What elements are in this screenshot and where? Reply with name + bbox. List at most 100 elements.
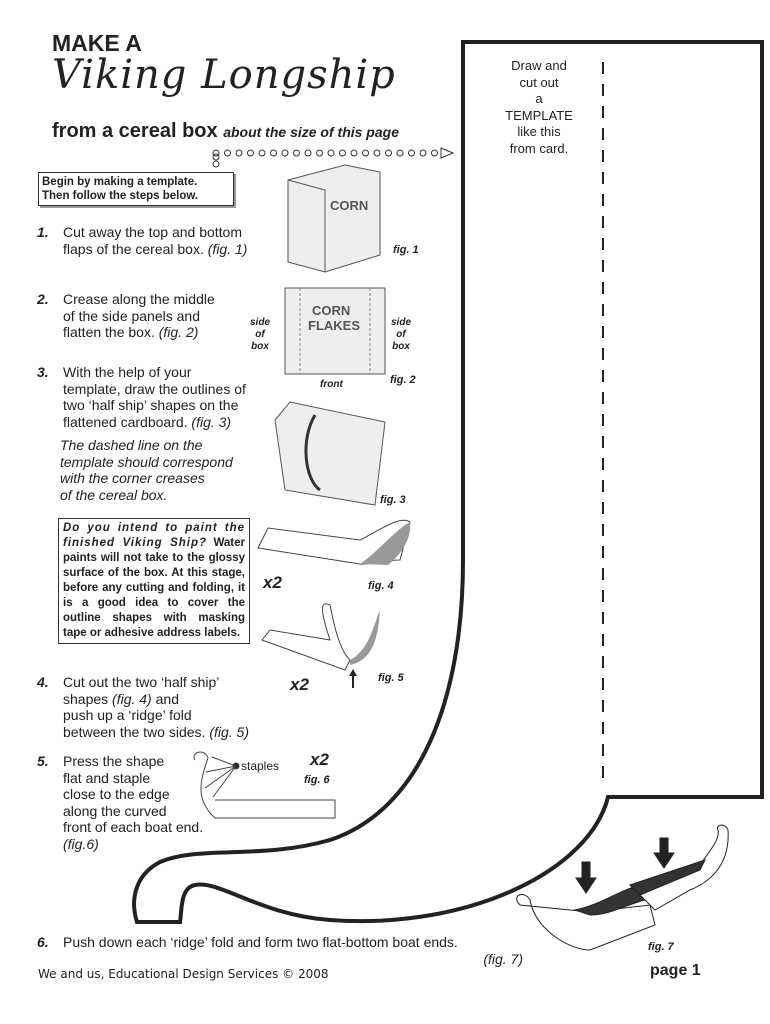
step-line: and xyxy=(155,690,179,707)
step-line: close to the edge xyxy=(63,786,170,802)
fig4-label: fig. 4 xyxy=(368,580,394,592)
pointer-dot xyxy=(235,149,243,157)
fig-ref: (fig. 3) xyxy=(191,413,232,430)
fig7-boat-ends xyxy=(516,824,729,951)
label-line: side xyxy=(391,317,412,328)
step-number: 6. xyxy=(37,934,49,950)
x2-label: x2 xyxy=(263,573,282,592)
step-number: 5. xyxy=(37,753,49,769)
step-number: 4. xyxy=(37,674,49,690)
step-line: Crease along the middle xyxy=(63,291,215,307)
step-line: of the side panels and xyxy=(63,307,200,324)
label-line: of xyxy=(396,329,406,340)
step-line: With the help of your xyxy=(63,364,192,380)
fig7-label: fig. 7 xyxy=(648,941,674,953)
note-line: template should correspond xyxy=(60,453,233,470)
fig-ref: (fig. 7) xyxy=(483,950,523,967)
pointer-dot xyxy=(258,149,266,157)
fig1-cereal-box: CORN xyxy=(287,164,381,273)
fig4-half-ship xyxy=(257,519,411,565)
pointer-dot xyxy=(408,149,415,157)
subtitle-main: from a cereal box xyxy=(52,120,218,142)
x2-label: x2 xyxy=(290,675,309,694)
paint-body: Water paints will not take to the glossy… xyxy=(63,537,245,639)
step-4: 4. Cut out the two ‘half ship’ shapes (f… xyxy=(37,674,283,740)
pointer-dot xyxy=(270,149,277,157)
x2-label: x2 xyxy=(310,750,329,769)
page-number: page 1 xyxy=(650,962,701,979)
intro-line: Begin by making a template. xyxy=(42,176,198,188)
pointer-dot xyxy=(224,149,231,157)
step-number: 3. xyxy=(37,364,49,380)
fig6-stapled-boat xyxy=(193,751,336,819)
subtitle: from a cereal box about the size of this… xyxy=(52,120,399,143)
step-line: Push down each ‘ridge’ fold and form two… xyxy=(63,934,458,950)
note-line: of the cereal box. xyxy=(60,486,168,503)
label-line: box xyxy=(251,341,269,352)
paint-note-box: Do you intend to paint the finished Viki… xyxy=(58,518,250,644)
note-line: with the corner creases xyxy=(60,470,205,486)
intro-box: Begin by making a template. Then follow … xyxy=(38,172,234,206)
step-line: along the curved xyxy=(63,802,167,819)
pointer-dot xyxy=(212,149,220,157)
step-line: shapes xyxy=(63,690,109,707)
pointer-dot xyxy=(431,149,438,157)
step-3: 3. With the help of your template, draw … xyxy=(37,364,283,430)
pointer-dot xyxy=(327,149,335,157)
step-5: 5. Press the shape flat and staple close… xyxy=(37,753,243,852)
subtitle-note: about the size of this page xyxy=(223,124,399,140)
fig-ref: (fig. 2) xyxy=(158,324,199,340)
fig2-flat-box: CORN FLAKES xyxy=(284,287,386,375)
template-label: Draw and cut out a TEMPLATE like this fr… xyxy=(480,58,598,157)
fig-ref: (fig. 5) xyxy=(209,723,249,740)
fig5-ridge-fold xyxy=(261,603,380,688)
step-2: 2. Crease along the middle of the side p… xyxy=(37,291,253,341)
step-line: Cut away the top and bottom xyxy=(63,224,242,240)
svg-text:CORN: CORN xyxy=(312,303,350,318)
fig2-label: fig. 2 xyxy=(390,374,416,386)
label-line: side xyxy=(250,317,271,328)
fig-ref: (fig. 1) xyxy=(207,240,248,257)
step-line: flaps of the cereal box. xyxy=(63,240,204,257)
fig3-traced-box xyxy=(274,401,386,506)
pointer-dot xyxy=(339,149,346,157)
step-line: between the two sides. xyxy=(63,723,206,740)
template-label-line: Draw and xyxy=(511,58,567,73)
footer-credit: We and us, Educational Design Services ©… xyxy=(38,967,329,981)
fig1-label: fig. 1 xyxy=(393,244,419,256)
step-line: template, draw the outlines of xyxy=(63,380,246,397)
step-line: flatten the box. xyxy=(63,324,155,340)
template-label-line: like this xyxy=(517,124,561,139)
fig3-label: fig. 3 xyxy=(380,494,406,506)
pointer-dot xyxy=(419,149,427,157)
fig-ref: (fig. 4) xyxy=(112,690,152,707)
pointer-dot xyxy=(304,149,312,157)
pointer-dot xyxy=(373,149,381,157)
label-line: of xyxy=(255,329,265,340)
intro-line: Then follow the steps below. xyxy=(42,190,199,202)
step-line: two ‘half ship’ shapes on the xyxy=(63,397,239,413)
title-viking-longship: Viking Longship xyxy=(52,52,396,98)
step-line: push up a ‘ridge’ fold xyxy=(63,707,192,723)
template-label-line: a xyxy=(535,91,543,106)
label-line: box xyxy=(392,341,410,352)
template-label-line: TEMPLATE xyxy=(505,107,573,123)
step-6: 6. Push down each ‘ridge’ fold and form … xyxy=(37,934,523,967)
title-make-a: MAKE A xyxy=(52,30,142,56)
pointer-dot xyxy=(385,149,392,157)
pointer-dot xyxy=(293,149,300,157)
note-line: The dashed line on the xyxy=(60,437,203,453)
fig5-label: fig. 5 xyxy=(378,672,404,684)
step-line: front of each boat end. xyxy=(63,819,204,835)
pointer-dot xyxy=(281,149,289,157)
step-1: 1. Cut away the top and bottom flaps of … xyxy=(37,224,283,257)
step-line: flattened cardboard. xyxy=(63,413,188,430)
dashed-line-note: The dashed line on the template should c… xyxy=(60,437,280,503)
pointer-dot xyxy=(362,149,369,157)
step-line: Cut out the two ‘half ship’ xyxy=(63,674,220,690)
pointer-dot xyxy=(350,149,358,157)
pointer-dot xyxy=(316,149,323,157)
